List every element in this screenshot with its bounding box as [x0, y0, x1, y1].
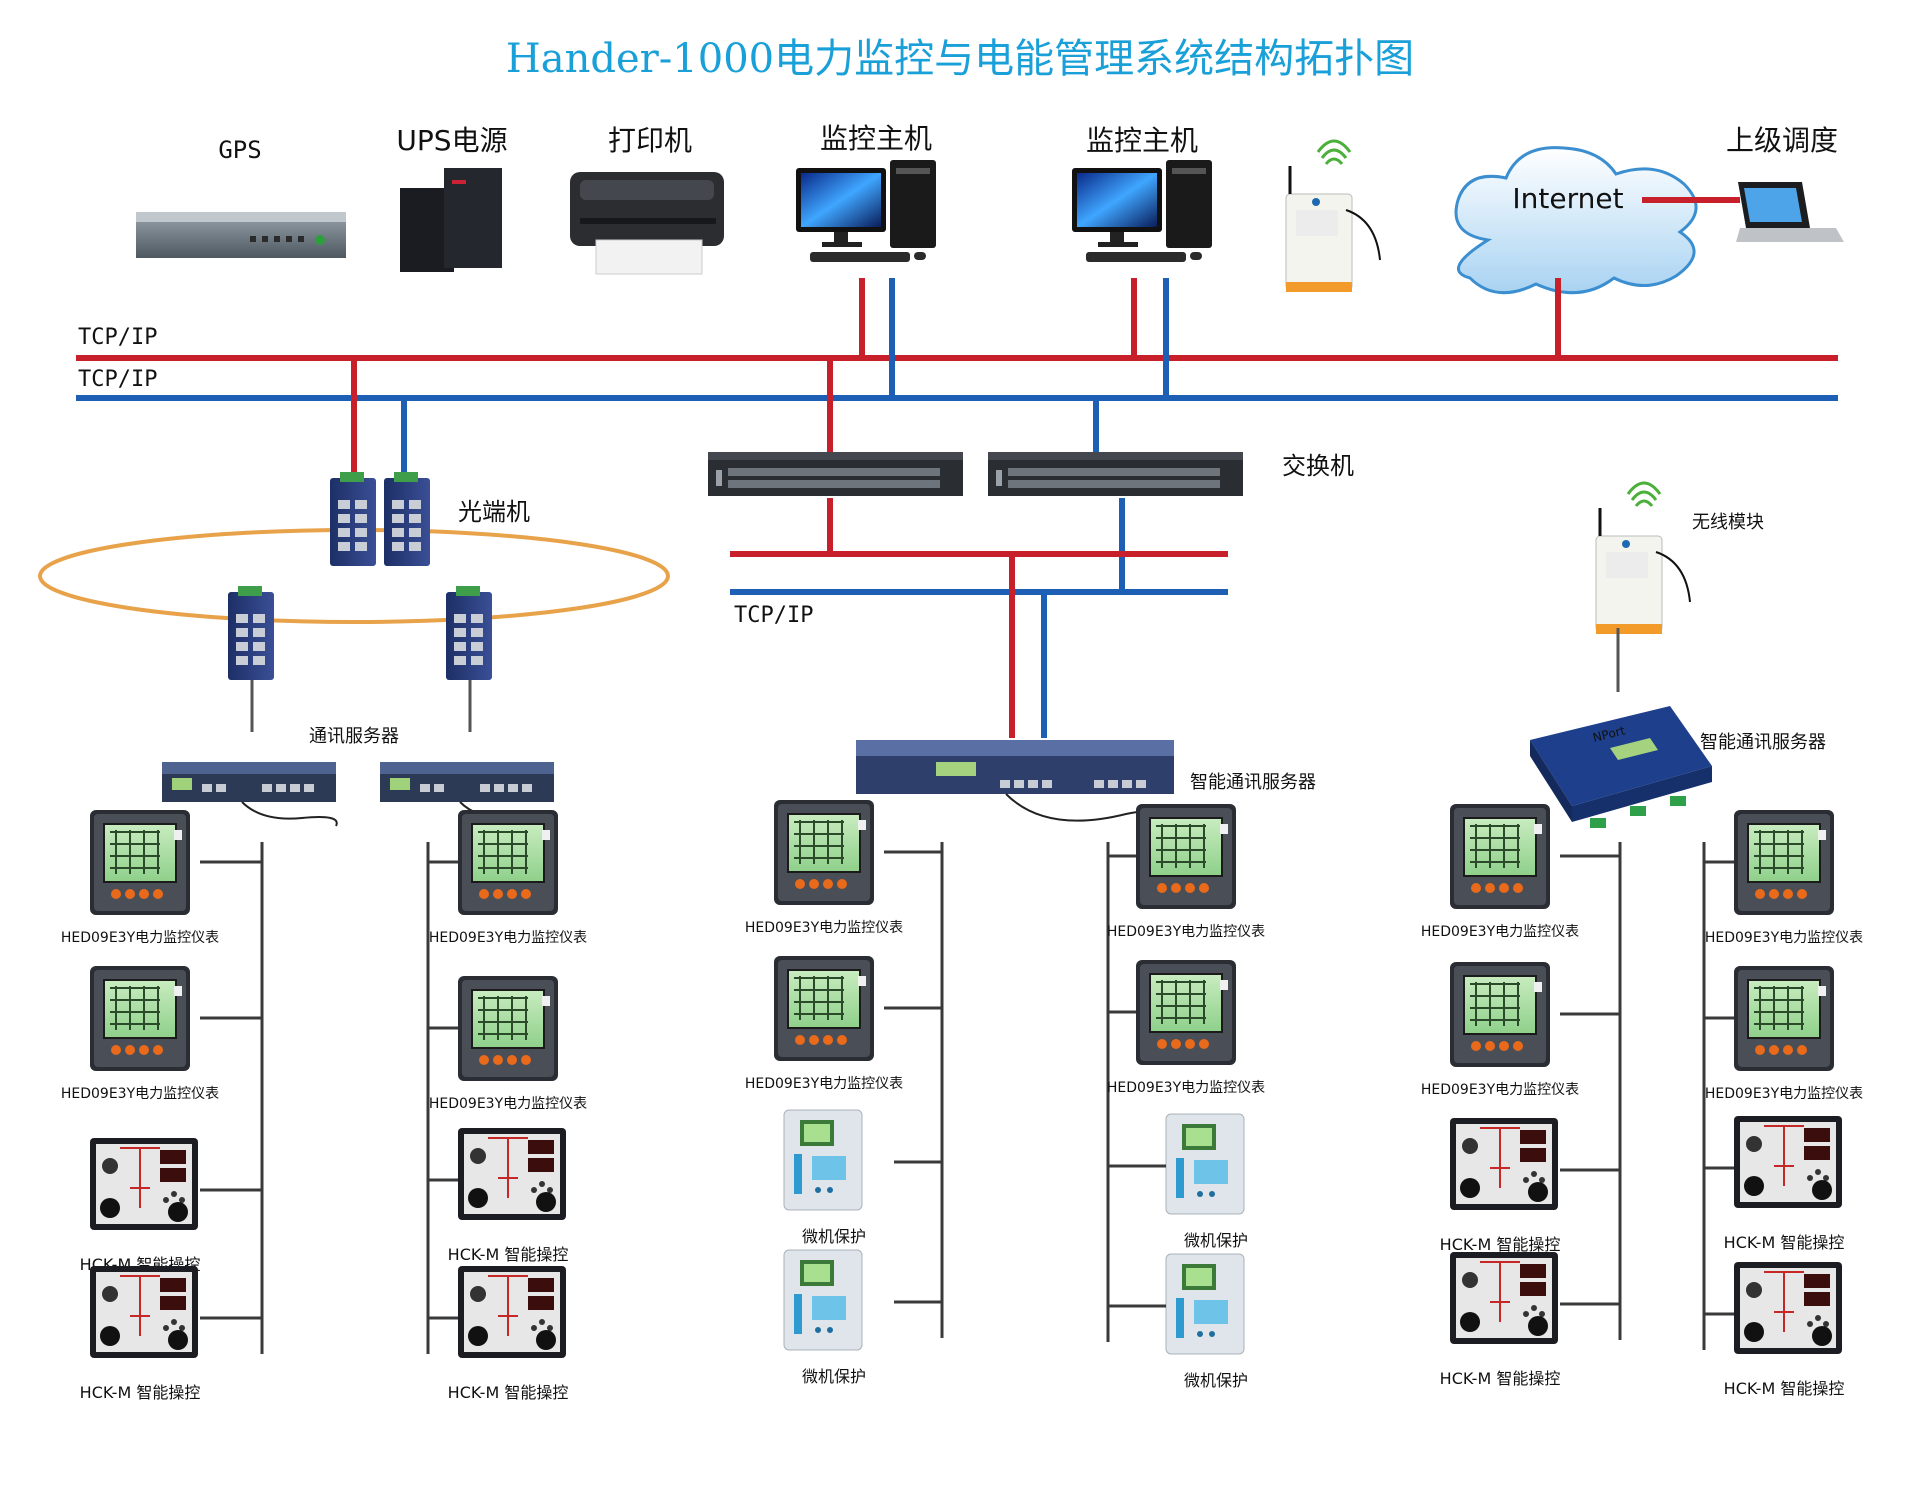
switch-drop-lines [827, 358, 1099, 456]
device-label: HED09E3Y电力监控仪表 [429, 930, 587, 946]
right-server-label: 智能通讯服务器 [1700, 732, 1826, 753]
host2-label: 监控主机 [1086, 124, 1198, 157]
center-server-icon [856, 740, 1174, 831]
smart-controller-icon [457, 1127, 567, 1221]
power-meter-icon [457, 809, 559, 916]
monitor-host-2-icon [1072, 160, 1212, 262]
power-meter-icon [1135, 959, 1237, 1066]
internet-label: Internet [1512, 182, 1623, 215]
smart-controller-icon [1449, 1251, 1559, 1345]
device-label: HED09E3Y电力监控仪表 [1421, 924, 1579, 940]
power-meter-icon [1733, 809, 1835, 916]
fiber-transceiver-label: 光端机 [458, 498, 530, 526]
power-meter-icon [89, 965, 191, 1072]
smart-controller-icon [89, 1137, 199, 1231]
device-groups: HED09E3Y电力监控仪表 HED09E3Y电力监控仪表 HCK-M 智能操控 HC… [61, 799, 1863, 1402]
device-label: HED09E3Y电力监控仪表 [61, 930, 219, 946]
power-meter-icon [1449, 803, 1551, 910]
tcp-ip-center-label: TCP/IP [734, 603, 813, 628]
device-label: HED09E3Y电力监控仪表 [745, 920, 903, 936]
smart-controller-icon [1733, 1115, 1843, 1209]
fiber-transceiver-icon [228, 586, 274, 680]
wireless-module-label: 无线模块 [1692, 512, 1764, 533]
switch-label: 交换机 [1282, 452, 1354, 480]
smart-controller-icon [89, 1265, 199, 1359]
gps-device-icon [136, 212, 346, 258]
device-label: HCK-M 智能操控 [1440, 1369, 1561, 1388]
gsm-module-icon [1284, 139, 1382, 294]
comm-server-label: 通讯服务器 [309, 726, 399, 747]
printer-label: 打印机 [608, 124, 692, 157]
power-meter-icon [89, 809, 191, 916]
device-label: HED09E3Y电力监控仪表 [429, 1096, 587, 1112]
monitor-host-1-icon [796, 160, 936, 262]
nport-server-icon: NPort [1530, 706, 1712, 828]
left-server-links [250, 680, 472, 732]
device-label: HED09E3Y电力监控仪表 [1705, 1086, 1863, 1102]
host1-label: 监控主机 [820, 122, 932, 155]
power-meter-icon [773, 955, 875, 1062]
internet-cloud-icon: Internet [1454, 146, 1698, 295]
smart-controller-icon [457, 1265, 567, 1359]
protection-relay-icon [1165, 1113, 1245, 1215]
device-label: HCK-M 智能操控 [448, 1383, 569, 1402]
device-label: 微机保护 [802, 1367, 866, 1386]
center-server-label: 智能通讯服务器 [1190, 772, 1316, 793]
gps-label: GPS [218, 136, 261, 164]
device-label: 微机保护 [1184, 1371, 1248, 1390]
device-label: HED09E3Y电力监控仪表 [1421, 1082, 1579, 1098]
power-meter-icon [773, 799, 875, 906]
device-label: HED09E3Y电力监控仪表 [1107, 924, 1265, 940]
laptop-icon [1736, 182, 1844, 242]
device-label: HCK-M 智能操控 [448, 1245, 569, 1264]
fiber-transceiver-icon [330, 472, 376, 566]
device-label: HED09E3Y电力监控仪表 [745, 1076, 903, 1092]
power-meter-icon [1733, 965, 1835, 1072]
superior-dispatch-label: 上级调度 [1726, 124, 1838, 157]
ups-label: UPS电源 [396, 124, 507, 157]
fiber-transceiver-icon [446, 586, 492, 680]
host-drop-lines [859, 197, 1740, 398]
power-meter-icon [457, 975, 559, 1082]
device-label: HCK-M 智能操控 [1440, 1235, 1561, 1254]
smart-controller-icon [1733, 1261, 1843, 1355]
page-title: Hander-1000电力监控与电能管理系统结构拓扑图 [506, 36, 1414, 82]
device-label: HED09E3Y电力监控仪表 [1705, 930, 1863, 946]
device-label: HCK-M 智能操控 [80, 1383, 201, 1402]
protection-relay-icon [783, 1249, 863, 1351]
device-label: HED09E3Y电力监控仪表 [1107, 1080, 1265, 1096]
ups-device-icon [400, 168, 502, 272]
protection-relay-icon [783, 1109, 863, 1211]
smart-controller-icon [1449, 1117, 1559, 1211]
center-bus [730, 498, 1228, 738]
network-switch-icon [988, 452, 1243, 496]
printer-icon [570, 172, 724, 275]
tcp-ip-red-label: TCP/IP [78, 325, 157, 350]
device-label: HED09E3Y电力监控仪表 [61, 1086, 219, 1102]
device-label: 微机保护 [802, 1227, 866, 1246]
fiber-drop-lines [351, 358, 407, 478]
power-meter-icon [1449, 961, 1551, 1068]
tcp-ip-blue-label: TCP/IP [78, 367, 157, 392]
device-label: 微机保护 [1184, 1231, 1248, 1250]
power-meter-icon [1135, 803, 1237, 910]
wireless-module-icon [1594, 481, 1692, 636]
device-label: HCK-M 智能操控 [1724, 1379, 1845, 1398]
protection-relay-icon [1165, 1253, 1245, 1355]
fiber-transceiver-icon [384, 472, 430, 566]
network-switch-icon [708, 452, 963, 496]
device-label: HCK-M 智能操控 [1724, 1233, 1845, 1252]
